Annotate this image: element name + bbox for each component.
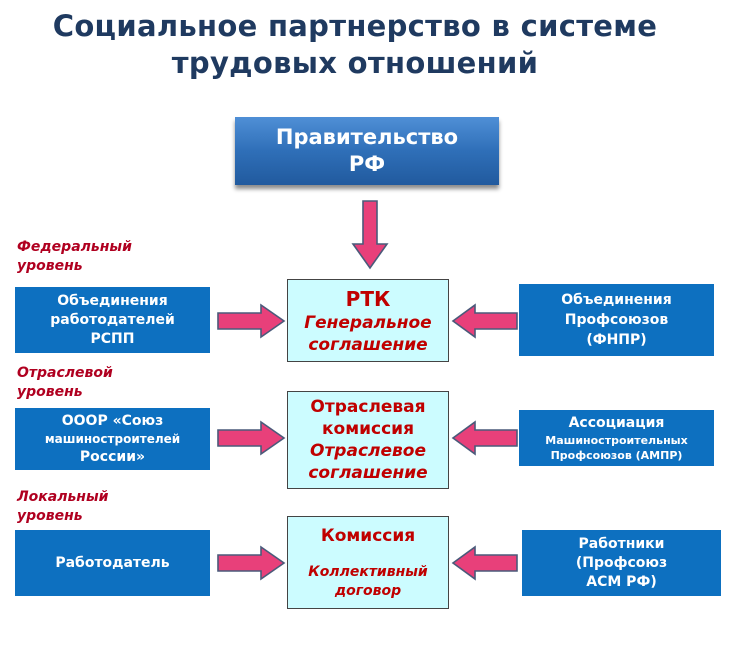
local-commission-sub-2: договор: [334, 582, 402, 599]
federal-unions-box: Объединения Профсоюзов (ФНПР): [519, 284, 714, 356]
local-workers-line-2: (Профсоюз: [575, 554, 668, 571]
federal-rtk-box: РТК Генеральное соглашение: [287, 279, 449, 362]
local-workers-box: Работники (Профсоюз АСМ РФ): [522, 530, 721, 596]
government-line-1: Правительство: [275, 125, 459, 149]
federal-unions-line-2: Профсоюзов: [564, 312, 669, 328]
arrow-right-local: [217, 545, 286, 581]
arrow-left-federal: [451, 303, 518, 339]
arrow-left-local: [451, 545, 518, 581]
government-line-2: РФ: [348, 152, 386, 176]
local-commission-title: Комиссия: [320, 525, 416, 546]
level-sector-line-2: уровень: [17, 384, 83, 400]
sector-employers-line-2: машиностроителей: [44, 431, 181, 446]
federal-unions-line-1: Объединения: [561, 292, 672, 308]
level-federal-line-2: уровень: [17, 258, 83, 274]
sector-unions-line-2: Машиностроительных: [545, 433, 688, 447]
sector-unions-box: Ассоциация Машиностроительных Профсоюзов…: [519, 410, 714, 466]
local-commission-box: Комиссия Коллективный договор: [287, 516, 449, 609]
level-federal-line-1: Федеральный: [17, 239, 132, 255]
arrow-right-federal: [217, 303, 286, 339]
federal-employers-line-3: РСПП: [90, 330, 135, 347]
federal-employers-box: Объединения работодателей РСПП: [15, 287, 210, 353]
federal-unions-line-3: (ФНПР): [586, 332, 647, 348]
title-line-2: трудовых отношений: [171, 46, 539, 80]
title-line-1: Социальное партнерство в системе: [52, 9, 658, 43]
government-box: Правительство РФ: [235, 117, 499, 185]
arrow-down-government: [351, 200, 389, 270]
level-local-line-2: уровень: [17, 508, 83, 524]
federal-rtk-sub-2: соглашение: [308, 334, 428, 355]
sector-commission-box: Отраслевая комиссия Отраслевое соглашени…: [287, 391, 449, 489]
sector-commission-title-2: комиссия: [321, 419, 414, 439]
sector-employers-box: ОООР «Союз машиностроителей России»: [15, 408, 210, 470]
sector-unions-line-1: Ассоциация: [568, 414, 665, 431]
federal-rtk-sub-1: Генеральное: [304, 312, 432, 333]
sector-commission-title-1: Отраслевая: [310, 397, 426, 417]
local-workers-line-1: Работники: [578, 535, 665, 552]
sector-employers-line-3: России»: [79, 448, 146, 465]
local-commission-sub-1: Коллективный: [308, 563, 428, 580]
federal-rtk-title: РТК: [345, 286, 391, 311]
sector-employers-line-1: ОООР «Союз: [61, 412, 164, 429]
local-employer-box: Работодатель: [15, 530, 210, 596]
level-federal: Федеральный уровень: [17, 238, 132, 276]
level-local-line-1: Локальный: [17, 489, 109, 505]
sector-unions-line-3: Профсоюзов (АМПР): [550, 448, 683, 462]
page-title: Социальное партнерство в системе трудовы…: [0, 8, 710, 82]
arrow-left-sector: [451, 420, 518, 456]
level-local: Локальный уровень: [17, 488, 108, 526]
federal-employers-line-1: Объединения: [57, 292, 168, 309]
level-sector: Отраслевой уровень: [17, 364, 113, 402]
level-sector-line-1: Отраслевой: [17, 365, 113, 381]
sector-commission-sub-2: соглашение: [308, 463, 428, 483]
federal-employers-line-2: работодателей: [50, 311, 175, 328]
sector-commission-sub-1: Отраслевое: [310, 441, 426, 461]
local-employer-line-1: Работодатель: [55, 554, 170, 571]
arrow-right-sector: [217, 420, 286, 456]
local-workers-line-3: АСМ РФ): [586, 573, 657, 590]
